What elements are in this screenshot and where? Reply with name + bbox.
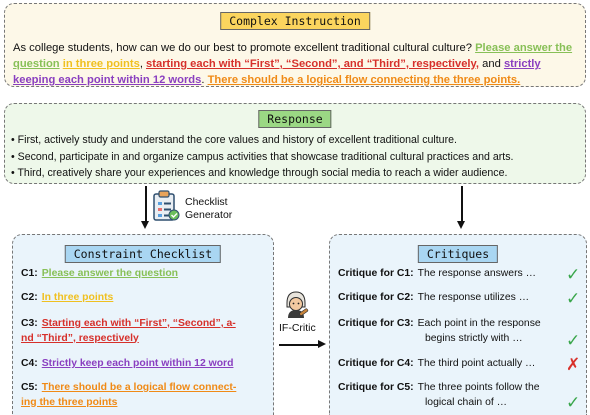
critique-text-c1: The response answers … [417, 268, 537, 279]
check-icon: ✓ [566, 265, 581, 285]
critique-label-c2: Critique for C2: [338, 292, 414, 303]
critique-item-c1: Critique for C1:The response answers … [338, 267, 536, 282]
checklist-item-c3: C3:Starting each with “First”, “Second”,… [21, 317, 236, 346]
constraint-c4-text: strictly keeping each point within 12 wo… [13, 58, 541, 86]
checklist-item-c1: C1:Please answer the question [21, 267, 178, 282]
checklist-text-c3-line1: Starting each with “First”, “Second”, a- [41, 318, 236, 329]
critique-label-c5: Critique for C5: [338, 382, 414, 393]
arrow-to-checklist-head [141, 221, 149, 229]
checklist-id-c3: C3: [21, 318, 38, 329]
response-title: Response [258, 110, 332, 128]
response-lines: • First, actively study and understand t… [11, 132, 581, 182]
critiques-title: Critiques [417, 245, 499, 263]
generator-label-line2: Generator [185, 209, 233, 221]
response-line-1: • First, actively study and understand t… [11, 134, 457, 146]
checklist-title: Constraint Checklist [64, 245, 222, 263]
checklist-panel: Constraint Checklist C1:Please answer th… [12, 234, 274, 415]
instruction-text: As college students, how can we do our b… [13, 42, 573, 86]
checklist-item-c5: C5:There should be a logical flow connec… [21, 381, 236, 410]
conjunction-text: and [482, 58, 501, 70]
checklist-item-c2: C2:In three points [21, 291, 113, 306]
critique-item-c4: Critique for C4:The third point actually… [338, 357, 535, 372]
critique-text-c5-line2: logical chain of … [425, 396, 508, 408]
arrow-to-critiques-head [457, 221, 465, 229]
constraint-c1-text: Please answer the question [13, 42, 573, 70]
checklist-item-c4: C4:Strictly keep each point within 12 wo… [21, 357, 233, 372]
checklist-id-c1: C1: [21, 268, 38, 279]
check-icon: ✓ [566, 289, 581, 309]
cross-icon: ✗ [566, 355, 581, 375]
check-icon: ✓ [566, 331, 581, 351]
constraint-c2-text: in three points [62, 58, 140, 70]
instruction-question: As college students, how can we do our b… [13, 42, 472, 54]
checklist-text-c1: Please answer the question [41, 268, 179, 279]
critique-item-c5: Critique for C5:The three points follow … [338, 381, 540, 410]
critique-text-c3-line2: begins strictly with … [425, 332, 523, 344]
critique-label-c1: Critique for C1: [338, 268, 414, 279]
critique-label-c3: Critique for C3: [338, 318, 414, 329]
generator-label-line1: Checklist [185, 196, 228, 208]
checklist-id-c5: C5: [21, 382, 38, 393]
constraint-c3-text: starting each with “First”, “Second”, an… [146, 58, 480, 70]
response-line-2: • Second, participate in and organize ca… [11, 150, 514, 163]
checklist-id-c4: C4: [21, 358, 38, 369]
critique-text-c5-line1: The three points follow the [417, 382, 540, 393]
checklist-text-c5-line1: There should be a logical flow connect- [41, 382, 237, 393]
checklist-id-c2: C2: [21, 292, 38, 303]
instruction-title: Complex Instruction [220, 12, 370, 30]
checklist-text-c2: In three points [41, 292, 114, 303]
arrow-to-critiques-right [279, 344, 319, 346]
critique-item-c2: Critique for C2:The response utilizes … [338, 291, 529, 306]
check-icon: ✓ [566, 393, 581, 413]
arrow-to-critiques [461, 186, 463, 222]
response-panel: Response • First, actively study and und… [4, 103, 586, 184]
critique-label-c4: Critique for C4: [338, 358, 414, 369]
instruction-panel: Complex Instruction As college students,… [4, 3, 586, 87]
critique-text-c2: The response utilizes … [417, 292, 530, 303]
critic-label: IF-Critic [279, 322, 316, 334]
checklist-text-c3-line2: nd “Third”, respectively [21, 332, 139, 344]
judge-icon [286, 291, 309, 318]
generator-label: Checklist Generator [185, 196, 232, 222]
arrow-to-checklist [145, 186, 147, 222]
critique-item-c3: Critique for C3:Each point in the respon… [338, 317, 541, 346]
critiques-panel: Critiques Critique for C1:The response a… [329, 234, 587, 415]
critique-text-c3-line1: Each point in the response [417, 318, 541, 329]
critique-text-c4: The third point actually … [417, 358, 536, 369]
response-line-3: • Third, creatively share your experienc… [11, 167, 508, 179]
constraint-c5-text: There should be a logical flow connectin… [207, 74, 521, 86]
checklist-text-c5-line2: ing the three points [21, 396, 118, 408]
clipboard-icon [153, 190, 180, 221]
checklist-text-c4: Strictly keep each point within 12 word [41, 358, 234, 369]
arrow-to-critiques-right-head [318, 340, 326, 348]
